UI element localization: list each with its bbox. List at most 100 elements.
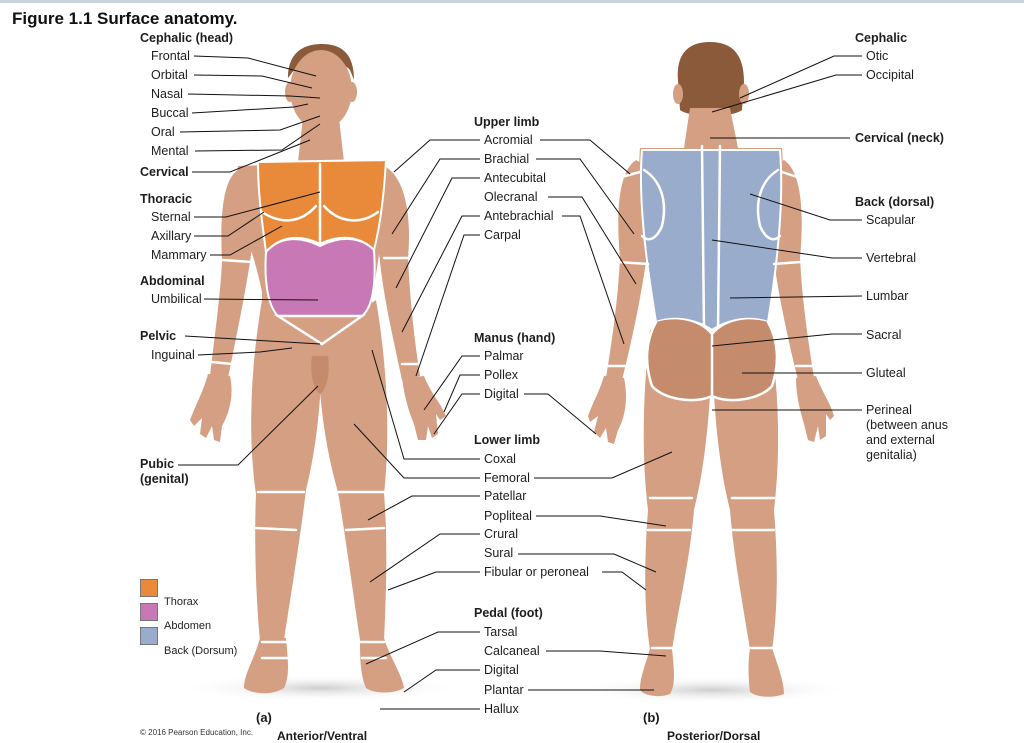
leader-antebrachial-b bbox=[562, 215, 625, 345]
label-sural: Sural bbox=[484, 546, 514, 560]
label-orbital: Orbital bbox=[151, 68, 188, 82]
label-calcaneal: Calcaneal bbox=[484, 644, 540, 658]
label-frontal: Frontal bbox=[151, 49, 190, 63]
leader-pollex bbox=[443, 374, 480, 413]
leader-carpal bbox=[415, 234, 480, 377]
label-mammary: Mammary bbox=[151, 248, 207, 262]
label-lower-limb: Lower limb bbox=[474, 433, 540, 447]
label-palmar: Palmar bbox=[484, 349, 524, 363]
posterior-hand-left bbox=[588, 376, 626, 444]
posterior-ear-r bbox=[739, 84, 749, 104]
leader-brachial bbox=[391, 158, 480, 235]
posterior-bands bbox=[606, 170, 818, 650]
label-popliteal: Popliteal bbox=[484, 509, 532, 523]
posterior-vertebral-line bbox=[700, 144, 722, 332]
leader-pubic bbox=[178, 385, 319, 466]
leader-calcaneal-b bbox=[546, 650, 667, 657]
leader-acromial-b bbox=[540, 139, 631, 175]
leader-fibular-b bbox=[602, 571, 647, 591]
anterior-ear-r bbox=[347, 82, 357, 102]
posterior-hand-right bbox=[796, 376, 834, 442]
anterior-figure bbox=[190, 44, 446, 694]
leader-coxal bbox=[371, 349, 480, 460]
label-scapular: Scapular bbox=[866, 213, 916, 227]
posterior-figure bbox=[588, 42, 834, 697]
posterior-scapula-l bbox=[640, 168, 666, 241]
label-crural: Crural bbox=[484, 527, 519, 541]
label-brachial: Brachial bbox=[484, 152, 530, 166]
leader-oral bbox=[179, 115, 321, 133]
anterior-leg-left bbox=[251, 300, 322, 640]
leader-tarsal bbox=[365, 631, 480, 665]
anterior-pec-r bbox=[322, 204, 380, 222]
label-cephalic-head: Cephalic (head) bbox=[140, 31, 234, 45]
posterior-leg-left bbox=[643, 330, 712, 650]
leader-fibular bbox=[387, 571, 480, 591]
leader-patellar bbox=[367, 495, 480, 521]
leader-lumbar bbox=[729, 295, 863, 299]
leader-pelvic bbox=[184, 335, 321, 345]
label-oral: Oral bbox=[151, 125, 175, 139]
posterior-gluteal-right bbox=[712, 319, 777, 401]
label-femoral: Femoral bbox=[484, 471, 530, 485]
label-mental: Mental bbox=[151, 144, 189, 158]
label-antecubital: Antecubital bbox=[484, 171, 546, 185]
leader-inguinal bbox=[197, 347, 293, 356]
anterior-foot-left bbox=[244, 638, 288, 694]
leader-frontal bbox=[193, 55, 317, 77]
label-nasal: Nasal bbox=[151, 87, 183, 101]
leader-sacral bbox=[711, 333, 862, 347]
view-name-posterior: Posterior/Dorsal bbox=[667, 729, 761, 743]
leader-femoral bbox=[353, 423, 480, 479]
view-letter-b: (b) bbox=[643, 710, 660, 725]
legend-label-thorax: Thorax bbox=[164, 596, 199, 608]
leader-digital-foot bbox=[403, 669, 480, 693]
posterior-neck bbox=[684, 108, 738, 148]
floor-shadow-anterior bbox=[180, 674, 460, 702]
posterior-ear-l bbox=[673, 84, 683, 104]
leader-popliteal-b bbox=[536, 515, 667, 527]
leader-palmar bbox=[423, 355, 480, 411]
leader-olecranal-b bbox=[548, 196, 637, 285]
leader-buccal bbox=[191, 103, 309, 114]
label-digital-foot: Digital bbox=[484, 663, 519, 677]
leader-digital-hand bbox=[433, 393, 480, 435]
leader-orbital bbox=[193, 74, 313, 89]
posterior-scapula-r bbox=[756, 168, 782, 241]
leader-mental bbox=[194, 123, 321, 152]
label-upper-limb: Upper limb bbox=[474, 115, 540, 129]
leader-digital-b bbox=[524, 393, 597, 435]
anterior-abdomen-region bbox=[264, 238, 376, 317]
label-occipital: Occipital bbox=[866, 68, 914, 82]
label-fibular: Fibular or peroneal bbox=[484, 565, 589, 579]
leader-acromial bbox=[393, 139, 480, 173]
leader-scapular bbox=[749, 193, 862, 221]
label-buccal: Buccal bbox=[151, 106, 189, 120]
label-sternal: Sternal bbox=[151, 210, 191, 224]
posterior-back-region bbox=[639, 149, 783, 332]
label-thoracic: Thoracic bbox=[140, 192, 193, 206]
label-coxal: Coxal bbox=[484, 452, 516, 466]
anterior-hair bbox=[288, 44, 354, 80]
view-name-anterior: Anterior/Ventral bbox=[277, 729, 368, 743]
leader-otic bbox=[739, 55, 862, 99]
leader-antecubital bbox=[395, 177, 480, 289]
label-olecranal: Olecranal bbox=[484, 190, 538, 204]
label-carpal: Carpal bbox=[484, 228, 521, 242]
legend-swatch-thorax bbox=[140, 579, 158, 597]
anterior-pelvic-outline bbox=[273, 314, 366, 346]
leader-umbilical bbox=[203, 298, 319, 301]
copyright-notice: © 2016 Pearson Education, Inc. bbox=[140, 728, 254, 737]
label-cephalic-back: Cephalic bbox=[855, 31, 908, 45]
posterior-hair bbox=[677, 42, 744, 116]
label-inguinal: Inguinal bbox=[151, 348, 195, 362]
posterior-foot-left bbox=[640, 648, 674, 697]
anterior-hand-left bbox=[190, 374, 232, 442]
label-abdominal: Abdominal bbox=[140, 274, 205, 288]
legend-label-back: Back (Dorsum) bbox=[164, 645, 238, 657]
label-pelvic: Pelvic bbox=[140, 329, 177, 343]
anterior-thorax-region bbox=[256, 158, 388, 255]
posterior-foot-right bbox=[748, 648, 784, 697]
